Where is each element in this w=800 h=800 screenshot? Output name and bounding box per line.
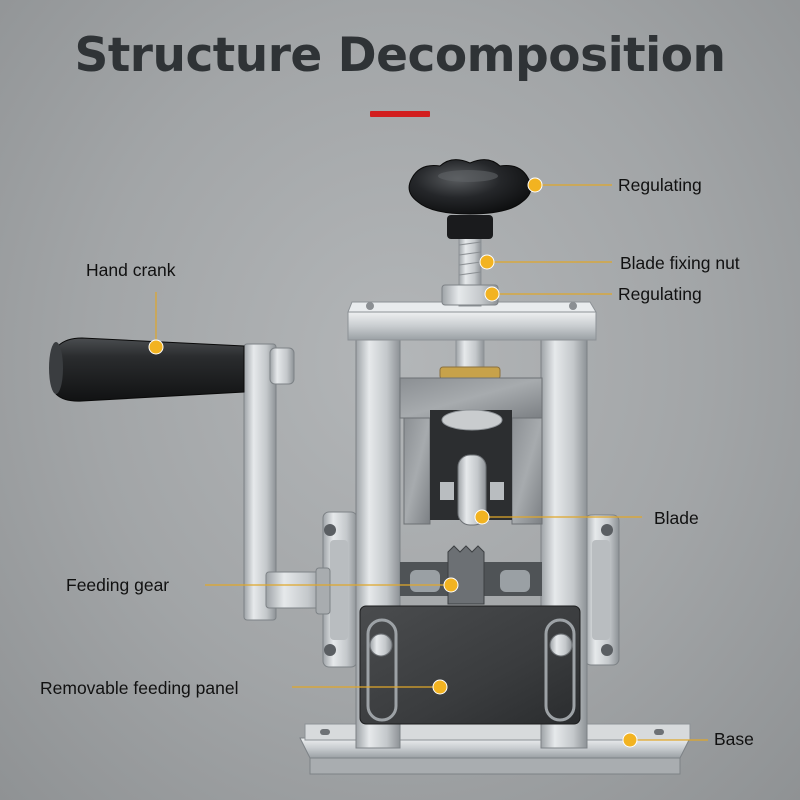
removable-feeding-panel (359, 605, 581, 725)
hand-crank (49, 337, 331, 621)
marker-removable-feeding-panel (432, 679, 448, 695)
top-plate (347, 301, 597, 341)
label-regulating-nut: Regulating (618, 284, 702, 304)
gear-discs (322, 511, 620, 668)
feeding-gear (400, 545, 542, 605)
label-blade: Blade (654, 508, 699, 528)
title-accent-bar (370, 111, 430, 117)
label-base: Base (714, 729, 754, 749)
label-removable-feeding-panel: Removable feeding panel (40, 678, 239, 698)
regulating-knob (408, 159, 532, 239)
label-hand-crank: Hand crank (86, 260, 176, 280)
marker-feeding-gear (443, 577, 459, 593)
label-regulating-knob: Regulating (618, 175, 702, 195)
page-title: Structure Decomposition (74, 28, 726, 83)
leader-lines (155, 184, 708, 741)
blade-housing (399, 377, 543, 526)
marker-blade-fixing-nut (479, 254, 495, 270)
marker-base (622, 732, 638, 748)
label-feeding-gear: Feeding gear (66, 575, 170, 595)
regulating-nut (439, 284, 501, 380)
marker-blade (474, 509, 490, 525)
marker-regulating-knob (527, 177, 543, 193)
label-blade-fixing-nut: Blade fixing nut (620, 253, 740, 273)
marker-regulating-nut (484, 286, 500, 302)
marker-hand-crank (148, 339, 164, 355)
